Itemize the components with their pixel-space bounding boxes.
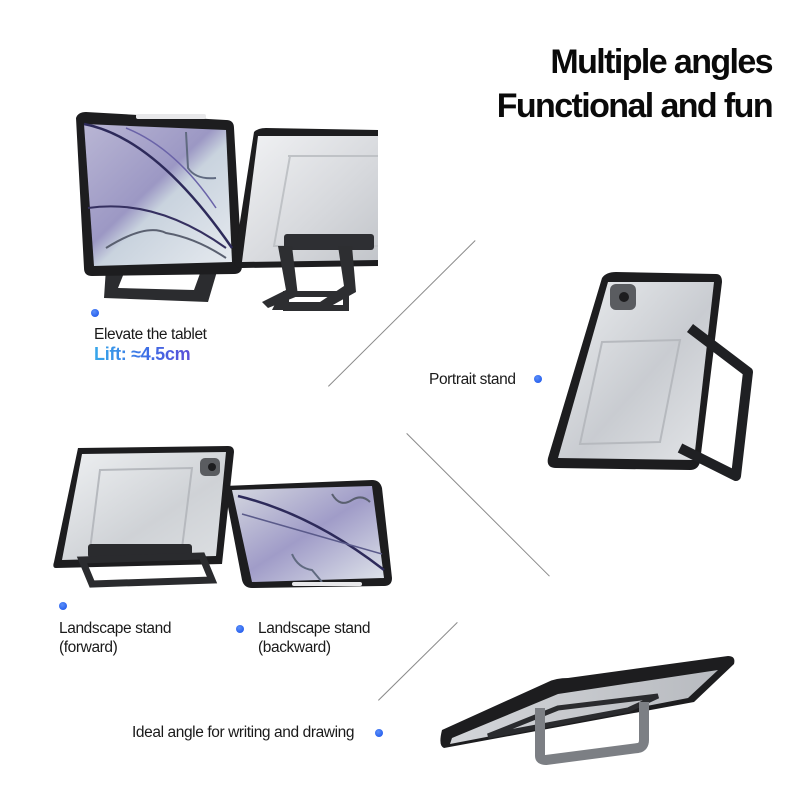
- page-title: Multiple angles Functional and fun: [496, 40, 774, 128]
- label-landscape-backward-line1: Landscape stand: [258, 620, 371, 637]
- tablet-landscape-forward-image: [53, 446, 235, 588]
- tablet-back-with-stand-image: [234, 128, 378, 311]
- bullet-dot-elevate: [91, 309, 99, 317]
- label-landscape-backward-line2: (backward): [258, 639, 331, 656]
- tablet-front-with-kickstand-image: [76, 112, 242, 302]
- bullet-dot-writing: [375, 729, 383, 737]
- bullet-dot-landscape-backward: [236, 625, 244, 633]
- title-line-1: Multiple angles: [550, 43, 773, 81]
- tablet-writing-angle-image: [440, 656, 735, 765]
- label-landscape-forward: Landscape stand (forward): [59, 619, 171, 657]
- tablet-portrait-stand-image: [547, 272, 753, 481]
- divider-line-2: [406, 433, 550, 577]
- label-lift-height: Lift: ≈4.5cm: [94, 344, 191, 364]
- label-elevate-the-tablet: Elevate the tablet: [94, 326, 207, 343]
- label-writing-drawing: Ideal angle for writing and drawing: [132, 724, 355, 741]
- tablet-landscape-backward-image: [224, 480, 392, 588]
- label-landscape-backward: Landscape stand (backward): [258, 619, 370, 657]
- bullet-dot-portrait: [534, 375, 542, 383]
- label-portrait-stand: Portrait stand: [429, 371, 516, 388]
- label-landscape-forward-line1: Landscape stand: [59, 620, 172, 637]
- title-line-2: Functional and fun: [496, 87, 774, 125]
- bullet-dot-landscape-forward: [59, 602, 67, 610]
- label-landscape-forward-line2: (forward): [59, 639, 118, 656]
